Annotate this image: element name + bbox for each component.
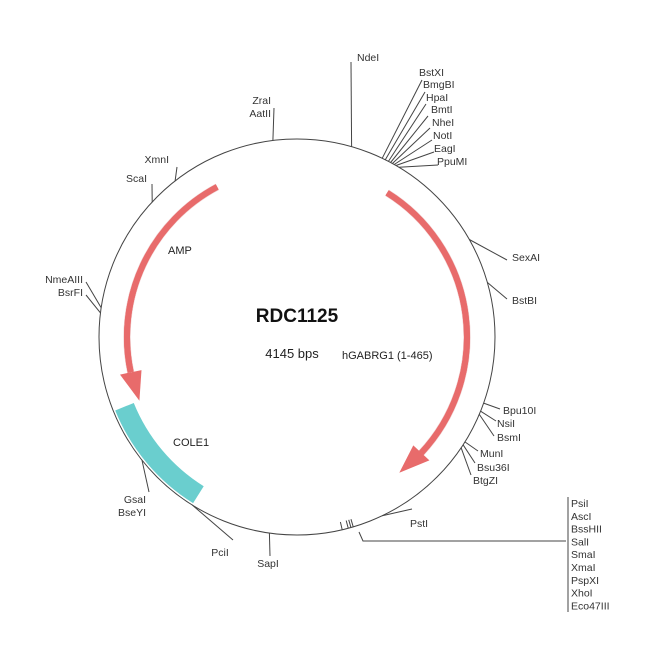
site-label-sali[interactable]: SalI [571,536,589,548]
site-tick-bpu10i [483,402,501,410]
site-label-psti[interactable]: PstI [410,518,428,530]
site-label-ppumi[interactable]: PpuMI [437,156,467,168]
site-label-gsai[interactable]: GsaI [124,494,146,506]
site-tick-gsai [141,460,150,493]
site-label-xmni[interactable]: XmnI [144,154,169,166]
feature-label-cole1: COLE1 [173,437,209,449]
site-label-noti[interactable]: NotI [433,130,452,142]
mcs-tick [350,519,354,527]
site-label-scai[interactable]: ScaI [126,173,147,185]
site-tick-bmti [390,115,429,163]
amp-arrow-fill [124,184,219,373]
feature-label-amp: AMP [168,245,192,257]
site-label-bsshii[interactable]: BssHII [571,524,602,536]
mcs-tick [345,520,349,529]
site-tick-nmeaiii [85,281,102,308]
plasmid-size: 4145 bps [265,346,319,361]
features-layer [115,183,471,504]
site-label-sexai[interactable]: SexAI [512,252,540,264]
site-tick-zrai [272,107,275,141]
site-tick-bstbi [486,282,508,300]
site-tick-bsmi [478,414,495,437]
site-label-zrai[interactable]: ZraI [252,95,271,107]
site-label-ndei[interactable]: NdeI [357,52,379,64]
site-tick-noti [393,139,433,165]
mcs-tick [339,521,343,530]
site-label-muni[interactable]: MunI [480,448,503,460]
feature-label-hgabrg1: hGABRG1 (1-465) [342,350,432,362]
site-label-bstxi[interactable]: BstXI [419,67,444,79]
site-tick-bsu36i [462,444,476,464]
cole1-block [115,402,204,504]
site-tick-eagi [395,151,435,166]
site-label-bstbi[interactable]: BstBI [512,295,537,307]
site-label-nhei[interactable]: NheI [432,117,454,129]
site-tick-bmgbi [384,91,426,161]
site-tick-muni [464,441,479,452]
site-tick-xmni [174,166,178,182]
site-label-smai[interactable]: SmaI [571,549,596,561]
site-tick-nsii [480,410,497,422]
site-label-xhoi[interactable]: XhoI [571,588,593,600]
amp-arrow-outline [123,183,219,374]
site-label-sapi[interactable]: SapI [257,558,279,570]
site-tick-sapi [268,533,271,557]
site-label-pcii[interactable]: PciI [211,547,229,559]
site-label-bseyi[interactable]: BseYI [118,507,146,519]
site-tick-sexai [469,239,508,261]
site-label-bsmi[interactable]: BsmI [497,432,521,444]
site-label-btgzi[interactable]: BtgZI [473,475,498,487]
site-tick-pcii [191,504,234,541]
site-label-nsii[interactable]: NsiI [497,418,515,430]
site-tick-bsrfi [85,294,101,314]
plasmid-name: RDC1125 [256,306,339,327]
plasmid-backbone [98,138,496,536]
site-label-eco47iii[interactable]: Eco47III [571,600,610,612]
site-label-bpu10i[interactable]: Bpu10I [503,405,536,417]
site-label-bmti[interactable]: BmtI [431,104,453,116]
site-tick-psti [382,508,413,517]
site-label-aatii[interactable]: AatII [249,108,271,120]
site-label-nmeaiii[interactable]: NmeAIII [45,274,83,286]
site-label-bmgbi[interactable]: BmgBI [423,79,455,91]
site-tick-hpai [387,103,427,162]
site-tick-ndei [350,61,353,147]
site-tick-btgzi [460,447,472,476]
site-label-psii[interactable]: PsiI [571,498,589,510]
site-label-eagi[interactable]: EagI [434,143,456,155]
site-tick-bstxi [381,79,423,159]
site-label-bsu36i[interactable]: Bsu36I [477,462,510,474]
site-label-asci[interactable]: AscI [571,511,591,523]
hgabrg1-arrow-fill [385,190,470,455]
site-tick-nhei [392,127,431,164]
site-label-bsrfi[interactable]: BsrFI [58,287,83,299]
site-label-hpai[interactable]: HpaI [426,92,448,104]
amp-arrow-head [120,370,142,401]
site-label-xmai[interactable]: XmaI [571,562,596,574]
site-label-pspxi[interactable]: PspXI [571,575,599,587]
site-tick-ppumi [398,164,439,168]
mcs-tick [348,519,352,528]
cole1-block-shade [115,402,204,504]
mcs-leader-line [358,531,566,542]
hgabrg1-arrow-head [399,445,430,473]
